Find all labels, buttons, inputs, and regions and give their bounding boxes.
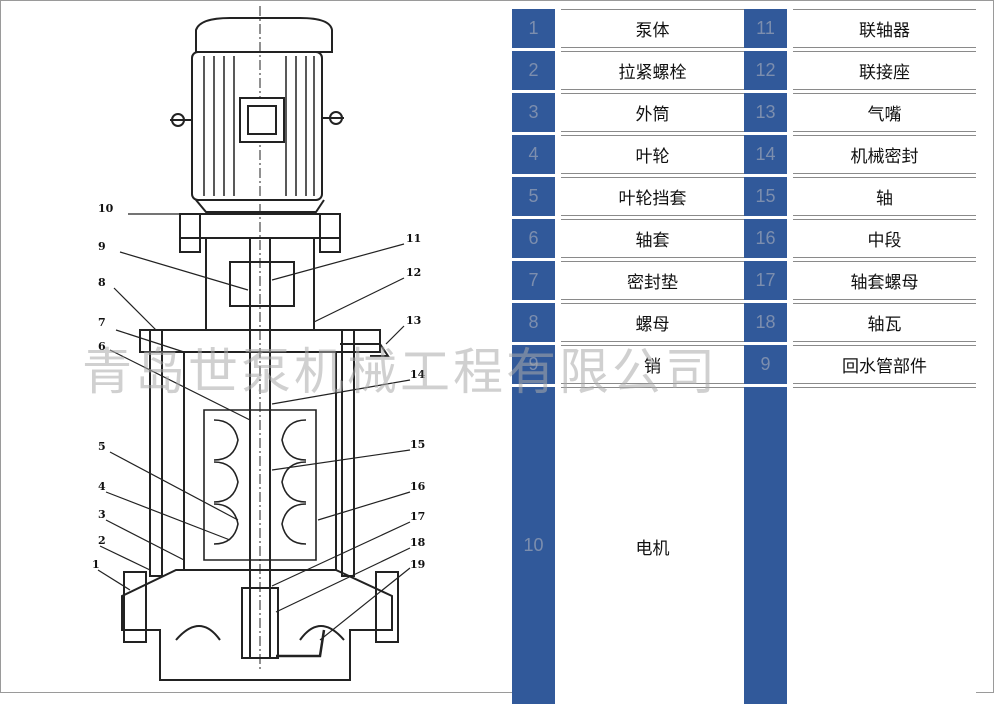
callout-8: 8 bbox=[98, 276, 106, 289]
callout-15: 15 bbox=[410, 438, 425, 451]
callout-17: 17 bbox=[410, 510, 425, 523]
callout-16: 16 bbox=[410, 480, 426, 493]
pump-body bbox=[121, 569, 393, 681]
callout-7: 7 bbox=[98, 316, 106, 329]
callout-14: 14 bbox=[410, 368, 426, 381]
company-watermark: 青岛世泵机械工程有限公司 bbox=[82, 343, 718, 401]
callout-9: 9 bbox=[98, 240, 106, 253]
callout-11: 11 bbox=[406, 232, 421, 245]
parts-row bbox=[744, 387, 976, 704]
callout-18: 18 bbox=[410, 536, 426, 549]
callout-6: 6 bbox=[98, 340, 106, 353]
callout-3: 3 bbox=[98, 508, 106, 521]
callout-5: 5 bbox=[98, 440, 106, 453]
pump-cross-section-drawing: 10 9 8 7 6 5 4 3 2 1 11 12 13 14 15 16 1… bbox=[92, 6, 426, 681]
callout-13: 13 bbox=[406, 314, 421, 327]
callout-1: 1 bbox=[92, 558, 100, 571]
callout-2: 2 bbox=[98, 534, 106, 547]
callout-10: 10 bbox=[98, 202, 114, 215]
callout-4: 4 bbox=[98, 480, 106, 493]
motor bbox=[191, 51, 323, 201]
callout-19: 19 bbox=[410, 558, 425, 571]
callout-12: 12 bbox=[406, 266, 421, 279]
